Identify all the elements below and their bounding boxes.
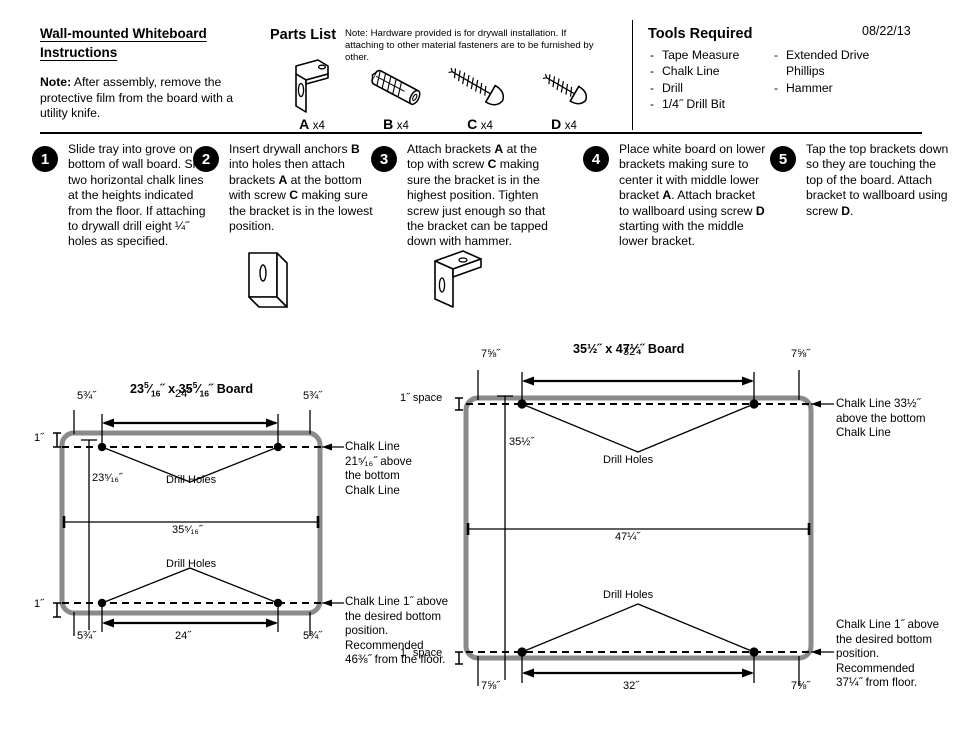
parts-list-title: Parts List [270, 27, 337, 43]
tools-column-1: Tape Measure Chalk Line Drill 1/4˝ Drill… [650, 47, 780, 113]
left-margin-top-right-dim: 5¾˝ [303, 390, 322, 402]
part-a-label: A x4 [270, 116, 354, 132]
left-drill-holes-top-label: Drill Holes [166, 474, 217, 486]
part-d-label: D x4 [522, 116, 606, 132]
right-span-top-dim: 32˝ [623, 346, 639, 358]
tools-columns: Tape Measure Chalk Line Drill 1/4˝ Drill… [648, 47, 938, 123]
left-drill-holes-bottom-label: Drill Holes [166, 558, 217, 570]
right-annotation-bottom: Chalk Line 1˝ above the desired bottom p… [836, 618, 940, 690]
left-annotation-top: Chalk Line 21⁵⁄₁₆˝ above the bottom Chal… [345, 440, 412, 497]
right-drill-holes-bottom-label: Drill Holes [603, 589, 654, 601]
note-text: After assembly, remove the protective fi… [40, 75, 234, 120]
right-margin-bottom-right-dim: 7⅝˝ [791, 680, 810, 692]
part-c-key: C [467, 116, 478, 132]
tools-column-2: Extended Drive Phillips Hammer [774, 47, 934, 97]
step-3-text: Attach brackets A at the top with screw … [407, 142, 548, 249]
left-margin-bottom-right-dim: 5¾˝ [303, 630, 322, 642]
part-b: B x4 [354, 52, 438, 132]
right-board-drawing [455, 370, 834, 686]
left-span-bottom-dim: 24˝ [175, 630, 191, 642]
step-1-text: Slide tray into grove on bottom of wall … [68, 142, 213, 249]
part-d-qty: x4 [564, 120, 577, 132]
date-stamp: 08/22/13 [862, 24, 911, 38]
note-label: Note: [40, 75, 72, 89]
header-vertical-divider [632, 20, 633, 130]
tool-item: Extended Drive Phillips [774, 47, 934, 80]
diagrams-section: 235⁄16˝ x 355⁄16˝ Board 35½˝ x 47¼˝ Boar… [0, 330, 954, 738]
right-offset-top-dim: 1˝ space [400, 392, 443, 404]
part-c-label: C x4 [438, 116, 522, 132]
right-annotation-top: Chalk Line 33½˝ above the bottom Chalk L… [836, 397, 926, 440]
header-section: Wall-mounted Whiteboard Instructions Not… [0, 0, 954, 134]
left-annotation-bottom: Chalk Line 1˝ above the desired bottom p… [345, 595, 449, 667]
right-margin-top-right-dim: 7⅝˝ [791, 348, 810, 360]
tool-item: Hammer [774, 80, 934, 97]
assembly-note: Note: After assembly, remove the protect… [40, 75, 252, 122]
page-title: Wall-mounted Whiteboard Instructions [40, 26, 207, 60]
tool-item: Drill [650, 80, 780, 97]
bracket-icon [270, 52, 354, 114]
part-d-key: D [551, 116, 562, 132]
header-divider-rule [40, 132, 922, 134]
step-2-number: 2 [193, 146, 219, 172]
part-a: A x4 [270, 52, 354, 132]
part-a-qty: x4 [312, 120, 325, 132]
title-block: Wall-mounted Whiteboard Instructions Not… [40, 24, 252, 122]
right-board-height-dim: 35½˝ [509, 436, 535, 448]
step-3-number: 3 [371, 146, 397, 172]
left-margin-bottom-left-dim: 5¾˝ [77, 630, 96, 642]
tools-required-title: Tools Required [648, 26, 753, 42]
right-board-width-dim: 47¼˝ [615, 531, 641, 543]
part-b-label: B x4 [354, 116, 438, 132]
left-board-title: 235⁄16˝ x 355⁄16˝ Board [130, 379, 254, 399]
step-1-number: 1 [32, 146, 58, 172]
tool-item: Chalk Line [650, 63, 780, 80]
left-span-top-dim: 24˝ [175, 388, 191, 400]
step-4-text: Place white board on lower brackets maki… [619, 142, 766, 249]
short-screw-icon [522, 52, 606, 114]
left-offset-bottom-dim: 1˝ [34, 598, 44, 610]
long-screw-icon [438, 52, 522, 114]
tool-item: 1/4˝ Drill Bit [650, 96, 780, 113]
right-board-title: 35½˝ x 47¼˝ Board [573, 342, 685, 356]
step-2-text: Insert drywall anchors B into holes then… [229, 142, 373, 234]
step-5-number: 5 [770, 146, 796, 172]
right-drill-holes-top-label: Drill Holes [603, 454, 654, 466]
step-3-bracket-icon [423, 247, 493, 327]
right-margin-top-left-dim: 7⅝˝ [481, 348, 500, 360]
right-margin-bottom-left-dim: 7⅝˝ [481, 680, 500, 692]
step-2-bracket-icon [233, 247, 303, 327]
part-b-qty: x4 [396, 120, 409, 132]
parts-list-note: Note: Hardware provided is for drywall i… [345, 28, 594, 63]
left-board-height-dim: 23⁵⁄₁₆˝ [92, 472, 123, 484]
part-a-key: A [299, 116, 310, 132]
step-5-text: Tap the top brackets down so they are to… [806, 142, 949, 218]
step-4-number: 4 [583, 146, 609, 172]
tool-item: Tape Measure [650, 47, 780, 64]
left-margin-top-left-dim: 5¾˝ [77, 390, 96, 402]
parts-row: A x4 [270, 52, 610, 142]
part-c-qty: x4 [480, 120, 493, 132]
part-b-key: B [383, 116, 394, 132]
steps-section: 1 Slide tray into grove on bottom of wal… [0, 142, 954, 322]
left-board-width-dim: 35⁵⁄₁₆˝ [172, 524, 203, 536]
tools-required-section: Tools Required Tape Measure Chalk Line D… [648, 26, 938, 123]
part-c: C x4 [438, 52, 522, 132]
right-span-bottom-dim: 32˝ [623, 680, 639, 692]
left-board-drawing [53, 410, 344, 636]
board-diagrams-drawing [53, 370, 834, 686]
left-offset-top-dim: 1˝ [34, 432, 44, 444]
drywall-anchor-icon [354, 52, 438, 114]
right-offset-bottom-dim: 1˝ space [400, 647, 443, 659]
part-d: D x4 [522, 52, 606, 132]
